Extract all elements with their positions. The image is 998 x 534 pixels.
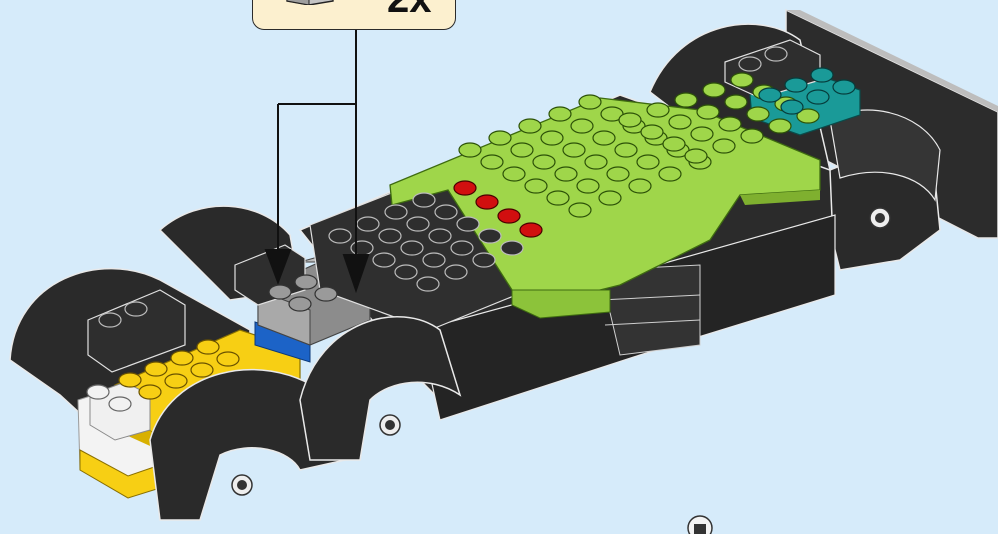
stud: [351, 241, 373, 255]
stud: [641, 125, 663, 139]
stud: [329, 229, 351, 243]
stud: [197, 340, 219, 354]
stud: [563, 143, 585, 157]
stud: [765, 47, 787, 61]
stud: [435, 205, 457, 219]
stud: [125, 302, 147, 316]
stud: [579, 95, 601, 109]
part-quantity: 2x: [387, 0, 432, 19]
stud: [451, 241, 473, 255]
stud: [547, 191, 569, 205]
stud: [533, 155, 555, 169]
grey-brick-part-icon: [283, 0, 347, 5]
stud: [571, 119, 593, 133]
stud: [585, 155, 607, 169]
stud: [781, 100, 803, 114]
stud: [691, 127, 713, 141]
stud: [599, 191, 621, 205]
stud: [739, 57, 761, 71]
stud: [629, 179, 651, 193]
stud: [481, 155, 503, 169]
stud: [373, 253, 395, 267]
stud: [423, 253, 445, 267]
stud: [315, 287, 337, 301]
stud: [99, 313, 121, 327]
stud: [407, 217, 429, 231]
stud: [445, 265, 467, 279]
stud: [520, 223, 542, 237]
stud: [145, 362, 167, 376]
stud: [659, 167, 681, 181]
stud: [503, 167, 525, 181]
stud: [476, 195, 498, 209]
stud: [663, 137, 685, 151]
stud: [685, 149, 707, 163]
stud: [413, 193, 435, 207]
stud: [725, 95, 747, 109]
stud: [615, 143, 637, 157]
stud: [525, 179, 547, 193]
stud: [395, 265, 417, 279]
stud: [165, 374, 187, 388]
stud: [501, 241, 523, 255]
stud: [607, 167, 629, 181]
stud: [719, 117, 741, 131]
stud: [731, 73, 753, 87]
stud: [833, 80, 855, 94]
stud: [379, 229, 401, 243]
stud: [785, 78, 807, 92]
stud: [489, 131, 511, 145]
stud: [577, 179, 599, 193]
stud: [459, 143, 481, 157]
stud: [769, 119, 791, 133]
stud: [473, 253, 495, 267]
stud: [549, 107, 571, 121]
stud: [669, 115, 691, 129]
stud: [747, 107, 769, 121]
stud: [519, 119, 541, 133]
stud: [139, 385, 161, 399]
stud: [807, 90, 829, 104]
stud: [741, 129, 763, 143]
stud: [269, 285, 291, 299]
stud: [109, 397, 131, 411]
stud: [429, 229, 451, 243]
stud: [417, 277, 439, 291]
stud: [619, 113, 641, 127]
stud: [401, 241, 423, 255]
stud: [87, 385, 109, 399]
stud: [454, 181, 476, 195]
stud: [171, 351, 193, 365]
stud: [593, 131, 615, 145]
stud: [511, 143, 533, 157]
stud: [541, 131, 563, 145]
stud: [713, 139, 735, 153]
stud: [295, 275, 317, 289]
stud: [647, 103, 669, 117]
stud: [569, 203, 591, 217]
stud: [555, 167, 577, 181]
stud: [759, 88, 781, 102]
stud: [191, 363, 213, 377]
stud: [217, 352, 239, 366]
stud: [385, 205, 407, 219]
stud: [811, 68, 833, 82]
stud: [357, 217, 379, 231]
parts-callout: 2x: [252, 0, 456, 30]
stud: [498, 209, 520, 223]
stud: [697, 105, 719, 119]
stud: [479, 229, 501, 243]
stud: [703, 83, 725, 97]
stud: [289, 297, 311, 311]
stud: [457, 217, 479, 231]
stud: [637, 155, 659, 169]
stud: [675, 93, 697, 107]
stud: [119, 373, 141, 387]
